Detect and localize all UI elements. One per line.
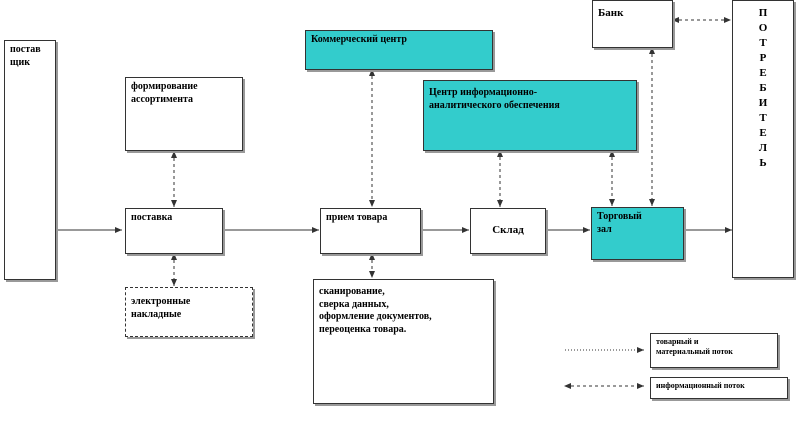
consumer-letter: Ь	[759, 157, 767, 169]
consumer-letter: Л	[758, 142, 768, 154]
invoices-box: электронные накладные	[125, 287, 253, 337]
consumer-letter: Р	[759, 52, 767, 64]
consumer-letter: О	[758, 22, 768, 34]
consumer-letter: И	[758, 97, 768, 109]
assortment-box: формирование ассортимента	[125, 77, 243, 151]
operations-box: сканирование, сверка данных, оформление …	[313, 279, 494, 404]
legend-info-label: информационный поток	[650, 377, 788, 399]
warehouse-box: Склад	[470, 208, 546, 254]
commercial-center-box: Коммерческий центр	[305, 30, 493, 70]
trading-hall-box: Торговый зал	[591, 207, 684, 260]
consumer-letter: Е	[759, 67, 767, 79]
consumer-letter: Т	[759, 37, 767, 49]
consumer-letter: Т	[759, 112, 767, 124]
legend-material-label: товарный и материальный поток	[650, 333, 778, 368]
delivery-box: поставка	[125, 208, 223, 254]
info-center-box: Центр информационно- аналитического обес…	[423, 80, 637, 151]
receiving-box: прием товара	[320, 208, 421, 254]
bank-box: Банк	[592, 0, 673, 48]
consumer-letter: Е	[759, 127, 767, 139]
supplier-box: постав щик	[4, 40, 56, 280]
consumer-letter: Б	[759, 82, 767, 94]
consumer-letter: П	[758, 7, 768, 19]
